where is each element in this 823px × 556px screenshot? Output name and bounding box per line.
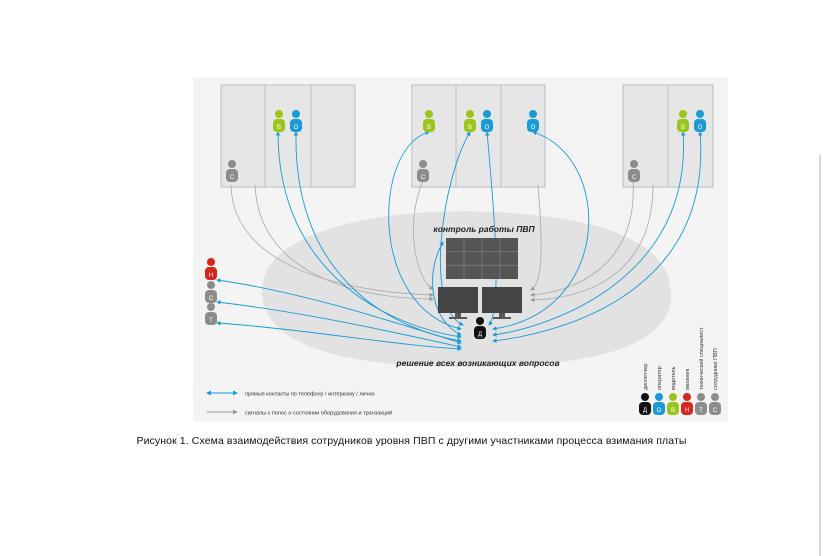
svg-text:В: В bbox=[277, 125, 281, 131]
person-o-center-2: О bbox=[527, 110, 539, 132]
svg-text:Н: Н bbox=[685, 408, 689, 414]
svg-text:технический специалист: технический специалист bbox=[698, 327, 705, 390]
svg-text:О: О bbox=[294, 125, 299, 131]
svg-text:О: О bbox=[698, 125, 703, 131]
svg-text:С: С bbox=[209, 296, 214, 302]
decision-title: решение всех возникающих вопросов bbox=[395, 358, 559, 368]
role-driver: В водитель bbox=[667, 366, 679, 415]
person-s-right: С bbox=[628, 160, 640, 182]
svg-text:Т: Т bbox=[209, 318, 213, 324]
person-b-center-1: В bbox=[423, 110, 435, 132]
svg-text:Д: Д bbox=[643, 408, 647, 414]
person-t-side: Т bbox=[205, 303, 217, 325]
person-b-center-2: В bbox=[464, 110, 476, 132]
svg-text:сотрудники ПВП: сотрудники ПВП bbox=[713, 348, 719, 390]
svg-text:О: О bbox=[531, 125, 536, 131]
person-s-side: С bbox=[205, 281, 217, 303]
svg-text:В: В bbox=[681, 125, 685, 131]
person-s-left: С bbox=[226, 160, 238, 182]
person-d-dispatcher: Д bbox=[474, 317, 486, 339]
svg-text:диспетчер: диспетчер bbox=[643, 364, 649, 390]
svg-text:сигналы с полос о состоянии об: сигналы с полос о состоянии оборудования… bbox=[245, 410, 392, 417]
svg-text:О: О bbox=[657, 408, 662, 414]
page-edge-divider bbox=[819, 155, 821, 556]
monitor-left bbox=[438, 287, 478, 319]
monitor-right bbox=[482, 287, 522, 319]
role-staff: С сотрудники ПВП bbox=[709, 348, 721, 415]
person-o-right: О bbox=[694, 110, 706, 132]
svg-text:С: С bbox=[421, 175, 426, 181]
legend-direct-contacts: прямые контакты по телефону / интеркому … bbox=[206, 390, 375, 398]
person-b-right: В bbox=[677, 110, 689, 132]
role-dispatcher: Д диспетчер bbox=[639, 364, 651, 415]
person-s-center: С bbox=[417, 160, 429, 182]
svg-text:Т: Т bbox=[699, 408, 703, 414]
role-mechanic: Н механик bbox=[681, 368, 693, 415]
svg-text:В: В bbox=[427, 125, 431, 131]
video-wall bbox=[446, 238, 518, 279]
role-technician: Т технический специалист bbox=[695, 327, 707, 415]
svg-text:В: В bbox=[671, 408, 675, 414]
svg-text:С: С bbox=[230, 175, 235, 181]
svg-text:О: О bbox=[485, 125, 490, 131]
svg-text:С: С bbox=[713, 408, 718, 414]
figure-caption: Рисунок 1. Схема взаимодействия сотрудни… bbox=[136, 435, 687, 447]
control-title: контроль работы ПВП bbox=[433, 224, 535, 234]
role-legend: Д диспетчер О оператор В водитель Н меха… bbox=[639, 327, 721, 415]
svg-text:Д: Д bbox=[478, 332, 482, 338]
svg-text:водитель: водитель bbox=[671, 366, 677, 390]
person-o-center-1: О bbox=[481, 110, 493, 132]
svg-text:С: С bbox=[632, 175, 637, 181]
interaction-diagram: В О С В В О О С В О С Н bbox=[193, 77, 728, 422]
svg-text:механик: механик bbox=[685, 368, 691, 390]
person-n-side: Н bbox=[205, 258, 217, 280]
person-o-left: О bbox=[290, 110, 302, 132]
legend-signals: сигналы с полос о состоянии оборудования… bbox=[207, 409, 392, 417]
booth-center bbox=[411, 84, 546, 188]
booth-left bbox=[220, 84, 356, 188]
svg-text:оператор: оператор bbox=[657, 366, 663, 390]
svg-text:прямые контакты по телефону /: прямые контакты по телефону / интеркому … bbox=[245, 392, 375, 398]
role-operator: О оператор bbox=[653, 366, 665, 415]
person-b-left: В bbox=[273, 110, 285, 132]
svg-text:Н: Н bbox=[209, 273, 213, 279]
svg-text:В: В bbox=[468, 125, 472, 131]
